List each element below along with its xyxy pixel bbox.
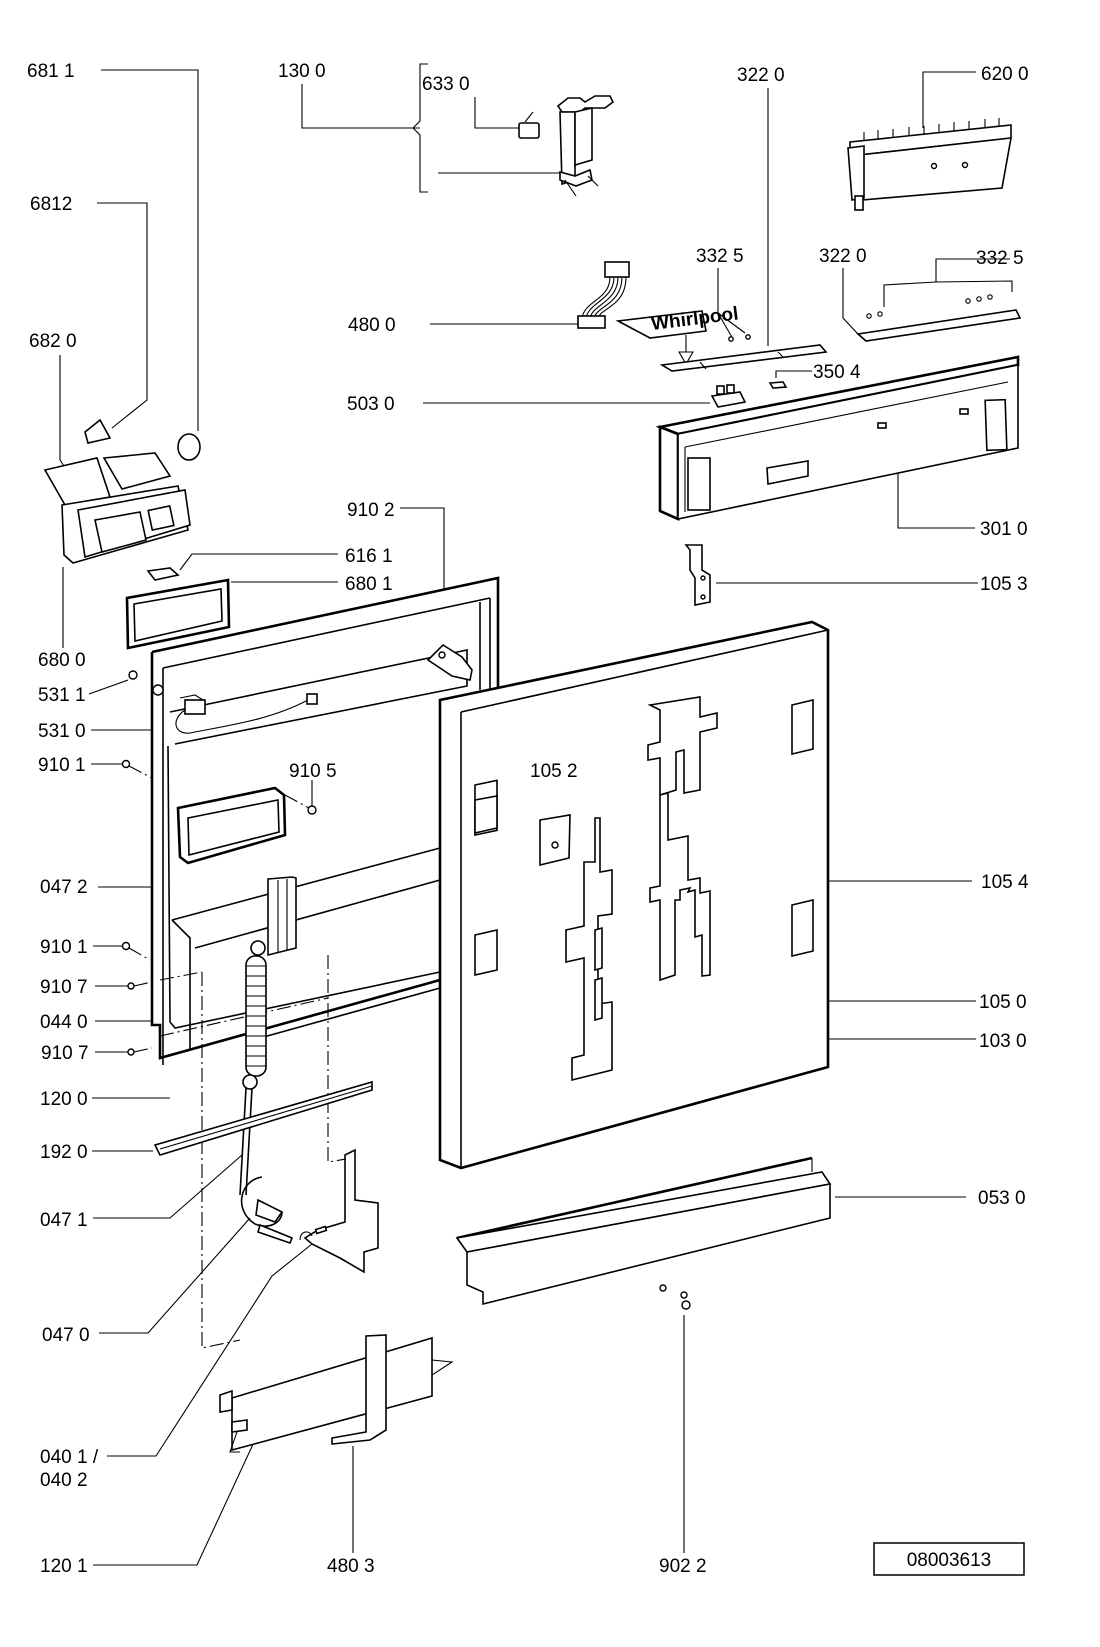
label-620-0: 620 0 bbox=[981, 64, 1029, 85]
label-322-0-top: 322 0 bbox=[737, 65, 785, 86]
label-192-0: 192 0 bbox=[40, 1142, 88, 1163]
electronic-control-module bbox=[847, 118, 1012, 211]
label-682-0: 682 0 bbox=[29, 331, 77, 352]
round-seal bbox=[177, 433, 201, 461]
detergent-dispenser bbox=[43, 452, 191, 564]
wiring-harness bbox=[577, 261, 630, 329]
kick-plate-strip bbox=[455, 1156, 832, 1310]
label-044-0: 044 0 bbox=[40, 1012, 88, 1033]
label-130-0: 130 0 bbox=[278, 61, 326, 82]
label-322-0-right: 322 0 bbox=[819, 246, 867, 267]
label-680-1: 680 1 bbox=[345, 574, 393, 595]
inner-door-panel bbox=[150, 576, 500, 1349]
label-350-4: 350 4 bbox=[813, 362, 861, 383]
outer-door-panel bbox=[438, 620, 830, 1170]
label-681-1: 681 1 bbox=[27, 61, 75, 82]
label-053-0: 053 0 bbox=[978, 1188, 1026, 1209]
label-047-1: 047 1 bbox=[40, 1210, 88, 1231]
document-number-box: 08003613 bbox=[873, 1542, 1025, 1576]
label-910-2: 910 2 bbox=[347, 500, 395, 521]
door-spring-assembly bbox=[239, 940, 294, 1245]
part-labels: 681 1 130 0 633 0 322 0 620 0 6812 332 5… bbox=[27, 61, 1029, 1577]
label-910-1-b: 910 1 bbox=[40, 937, 88, 958]
label-633-0: 633 0 bbox=[422, 74, 470, 95]
label-120-0: 120 0 bbox=[40, 1089, 88, 1110]
connector-block bbox=[710, 384, 747, 408]
label-910-7-a: 910 7 bbox=[40, 977, 88, 998]
label-105-2: 105 2 bbox=[530, 761, 578, 782]
label-902-2: 902 2 bbox=[659, 1556, 707, 1577]
hinge-plate bbox=[426, 643, 473, 681]
dispenser-lever bbox=[84, 418, 112, 444]
label-120-1: 120 1 bbox=[40, 1556, 88, 1577]
button-foil-strip bbox=[856, 294, 1022, 342]
label-531-0: 531 0 bbox=[38, 721, 86, 742]
label-105-4: 105 4 bbox=[981, 872, 1029, 893]
label-047-0: 047 0 bbox=[42, 1325, 90, 1346]
label-503-0: 503 0 bbox=[347, 394, 395, 415]
label-040-2: 040 2 bbox=[40, 1470, 88, 1491]
hinge-arm-bracket bbox=[299, 1148, 379, 1274]
label-047-2: 047 2 bbox=[40, 877, 88, 898]
label-531-1: 531 1 bbox=[38, 685, 86, 706]
label-616-1: 616 1 bbox=[345, 546, 393, 567]
screws bbox=[121, 670, 317, 1056]
dispenser-clip bbox=[146, 567, 180, 581]
label-332-5-middle: 332 5 bbox=[696, 246, 744, 267]
label-040-1: 040 1 / bbox=[40, 1447, 99, 1468]
label-103-0: 103 0 bbox=[979, 1031, 1027, 1052]
label-680-0: 680 0 bbox=[38, 650, 86, 671]
door-switch-cable bbox=[175, 693, 318, 734]
label-910-5: 910 5 bbox=[289, 761, 337, 782]
document-number: 08003613 bbox=[907, 1550, 992, 1571]
label-301-0: 301 0 bbox=[980, 519, 1028, 540]
control-panel-fascia bbox=[655, 355, 1020, 522]
brand-label-strip: Whirlpool bbox=[615, 303, 828, 372]
screw-icon bbox=[128, 670, 138, 680]
label-480-3: 480 3 bbox=[327, 1556, 375, 1577]
label-480-0: 480 0 bbox=[348, 315, 396, 336]
label-910-1-a: 910 1 bbox=[38, 755, 86, 776]
label-6812: 6812 bbox=[30, 194, 72, 215]
label-910-7-b: 910 7 bbox=[41, 1043, 89, 1064]
dispenser-gasket bbox=[125, 578, 231, 650]
small-clip bbox=[768, 381, 788, 389]
door-latch-assembly bbox=[518, 95, 615, 197]
label-332-5-right: 332 5 bbox=[976, 248, 1024, 269]
door-seal-strip bbox=[153, 1080, 373, 1156]
hinge-bracket bbox=[684, 544, 711, 606]
label-105-3: 105 3 bbox=[980, 574, 1028, 595]
label-105-0: 105 0 bbox=[979, 992, 1027, 1013]
lower-door-panel bbox=[219, 1334, 454, 1453]
